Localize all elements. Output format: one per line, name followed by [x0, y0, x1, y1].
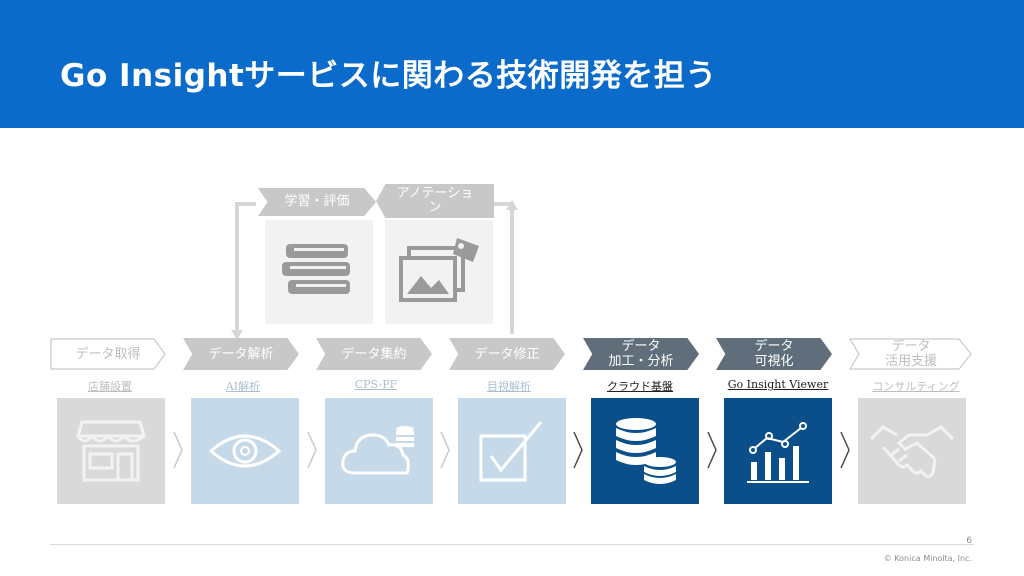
cloud-database-icon — [341, 426, 414, 475]
handshake-icon — [869, 425, 955, 479]
tile-ai — [191, 398, 299, 504]
images-tile — [385, 220, 493, 324]
learning-eval-text: 学習・評価 — [284, 194, 350, 209]
stage-label: データ 活用支援 — [884, 339, 937, 369]
header-bar — [0, 0, 1024, 128]
footer-divider — [50, 544, 974, 545]
database-stack-icon — [616, 418, 676, 484]
tile-cps — [325, 398, 433, 504]
books-icon — [282, 244, 350, 294]
stage-label: データ取得 — [75, 346, 141, 362]
eye-icon — [208, 434, 282, 468]
stage-data-processing: データ 加工・分析 — [583, 338, 699, 370]
sub-cps-pf[interactable]: CPS-PF — [354, 378, 398, 391]
annotation-label: アノテーショ ン — [376, 184, 494, 218]
stage-outline — [50, 338, 166, 370]
sub-consulting[interactable]: コンサルティング — [872, 380, 960, 393]
sub-ai-analysis[interactable]: AI解析 — [225, 380, 261, 393]
sub-visual-analysis[interactable]: 目視解析 — [487, 380, 531, 393]
tile-cloud-platform — [591, 398, 699, 504]
stage-data-analysis: データ解析 — [183, 338, 299, 370]
stage-label: データ 加工・分析 — [608, 339, 674, 369]
chevron-right-icon — [573, 431, 583, 469]
annotation-text: アノテーショ ン — [396, 186, 474, 215]
sub-cloud-platform[interactable]: クラウド基盤 — [607, 380, 673, 393]
store-icon — [76, 420, 146, 482]
chevron-right-icon — [840, 431, 850, 469]
stage-data-visualization: データ 可視化 — [716, 338, 832, 370]
stage-label: データ集約 — [341, 346, 407, 362]
stage-data-correction: データ修正 — [449, 338, 565, 370]
sub-go-insight-viewer[interactable]: Go Insight Viewer — [727, 378, 829, 391]
page-title: Go Insightサービスに関わる技術開発を担う — [60, 58, 717, 94]
chevron-right-icon — [307, 431, 317, 469]
stage-data-utilization: データ 活用支援 — [849, 338, 973, 370]
bar-chart-icon — [747, 422, 809, 483]
tile-store — [57, 398, 165, 504]
books-tile — [265, 220, 373, 324]
chevron-right-icon — [173, 431, 183, 469]
stage-label: データ 可視化 — [754, 339, 794, 369]
checkbox-icon — [479, 421, 543, 482]
stage-data-aggregation: データ集約 — [316, 338, 432, 370]
stage-outline — [849, 338, 972, 370]
tile-check — [458, 398, 566, 504]
stage-data-acquisition: データ取得 — [50, 338, 166, 370]
sub-store-installation[interactable]: 店舗設置 — [88, 380, 132, 393]
copyright: © Konica Minolta, Inc. — [883, 554, 972, 563]
tile-consulting — [858, 398, 966, 504]
tile-viewer — [724, 398, 832, 504]
chevron-right-icon — [707, 431, 717, 469]
chevron-right-icon — [440, 431, 450, 469]
page-number: 6 — [966, 536, 972, 546]
learning-eval-label: 学習・評価 — [258, 188, 376, 216]
stage-label: データ解析 — [208, 346, 274, 362]
image-tag-icon — [399, 238, 479, 302]
stage-label: データ修正 — [474, 346, 540, 362]
